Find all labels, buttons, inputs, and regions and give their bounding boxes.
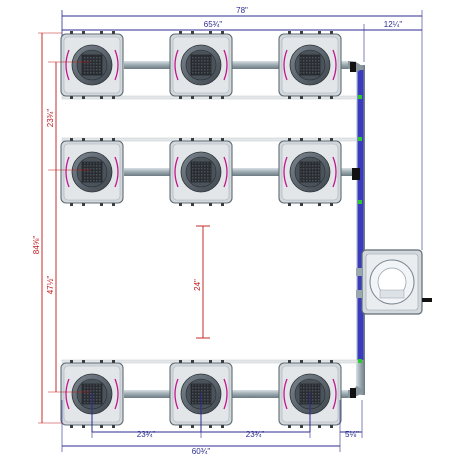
grow-module — [60, 138, 124, 206]
row-gap-bottom-label: 47½" — [46, 276, 55, 295]
total-height-label: 84⅝" — [32, 236, 41, 255]
pod-spacing-right-label: 23¾" — [246, 430, 265, 439]
grow-module — [169, 138, 233, 206]
module-span-label: 65¾" — [204, 20, 223, 29]
dimension-lines — [38, 10, 423, 452]
grow-module — [169, 31, 233, 99]
rail-lines — [61, 95, 365, 364]
controller-offset-label: 12¼" — [384, 20, 403, 29]
grow-module — [278, 31, 342, 99]
return-line — [347, 61, 365, 398]
bottom-span-label: 60¾" — [192, 447, 211, 456]
row-gap-top-label: 23¾" — [46, 109, 55, 128]
grow-modules — [60, 31, 342, 432]
feed-pipes — [124, 61, 356, 398]
controller-bucket — [356, 249, 432, 315]
grow-module — [278, 138, 342, 206]
bottom-right-offset-label: 5⅛" — [345, 430, 359, 439]
total-width-label: 78" — [236, 6, 248, 15]
center-gap-label: 24" — [193, 279, 202, 291]
grow-module — [60, 31, 124, 99]
pod-spacing-left-label: 23¾" — [137, 430, 156, 439]
